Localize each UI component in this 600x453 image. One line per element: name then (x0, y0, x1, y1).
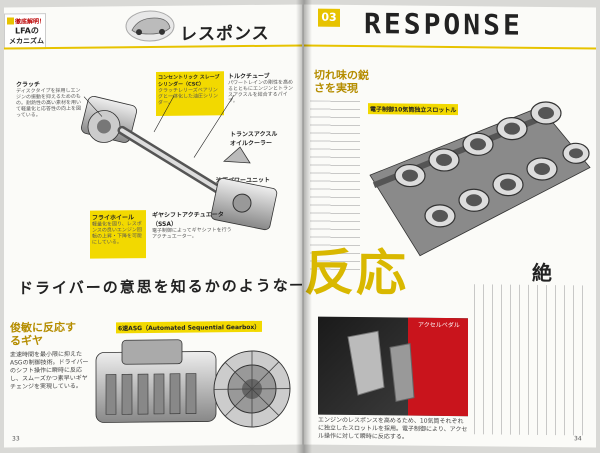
right-page-number: 34 (574, 435, 582, 443)
gutter-shadow (296, 0, 312, 453)
throttle-illustration (369, 101, 591, 257)
callout-title: ギヤシフトアクチュエータ（SSA） (152, 211, 224, 229)
right-title: RESPONSE (364, 7, 523, 42)
gearbox-illustration (95, 339, 291, 428)
feature-tag-line2: LFAの (15, 26, 39, 36)
section-title: レスポンス (180, 23, 270, 45)
pedal-caption: エンジンのレスポンスを高めるため、10気筒それぞれに独立したスロットルを採用。電… (318, 416, 468, 441)
right-header-rule (304, 44, 596, 50)
callout-ssa: ギヤシフトアクチュエータ（SSA） 電子制御によってギヤシフトを行うアクチュエー… (152, 209, 232, 240)
pedal-label: アクセルペダル (418, 321, 460, 330)
left-body-text: 変速時間を最小限に抑えたASGの制御技術。ドライバーのシフト操作に瞬時に反応し、… (10, 350, 89, 391)
big-kanji: 反応 (304, 243, 408, 303)
gearbox-label: 6速ASG（Automated Sequential Gearbox） (116, 320, 263, 334)
vertical-body-columns (474, 284, 590, 436)
feature-tag-line1: 徹底解明！ (15, 18, 46, 26)
right-page: 03 RESPONSE 切れ味の鋭さを実現 電子制御10気筒独立スロットル (304, 4, 596, 448)
feature-tag: 徹底解明！ LFAの メカニズム (4, 13, 46, 50)
header-rule (4, 44, 302, 50)
left-subhead: 俊敏に反応するギヤ (10, 320, 76, 348)
callout-text: 軽量化を図り、レスポンスの良いエンジン回転の上昇・下降を可能にしている。 (92, 221, 143, 246)
callout-flywheel: フライホイール 軽量化を図り、レスポンスの良いエンジン回転の上昇・下降を可能にし… (90, 210, 146, 259)
pedal-illustration (347, 317, 468, 417)
section-number: 03 (318, 8, 340, 27)
left-page: 徹底解明！ LFAの メカニズム レスポンス クラッチ ディスクタイプを採用しエ… (4, 4, 302, 448)
feature-tag-line3: メカニズム (9, 37, 44, 46)
left-page-number: 33 (12, 435, 20, 443)
left-headline: ドライバーの意思を知るかのような一瞬の (18, 276, 302, 298)
feature-tag-icon (7, 17, 14, 25)
car-thumbnail (125, 10, 175, 42)
callout-title: コンセントリック スレーブシリンダー（CSC） (158, 74, 220, 88)
drivetrain-illustration (81, 94, 278, 231)
vertical-initial: 絶 (532, 260, 552, 286)
callout-text: 電子制御によってギヤシフトを行うアクチュエーター。 (152, 227, 232, 241)
pedal-photo (318, 316, 468, 417)
